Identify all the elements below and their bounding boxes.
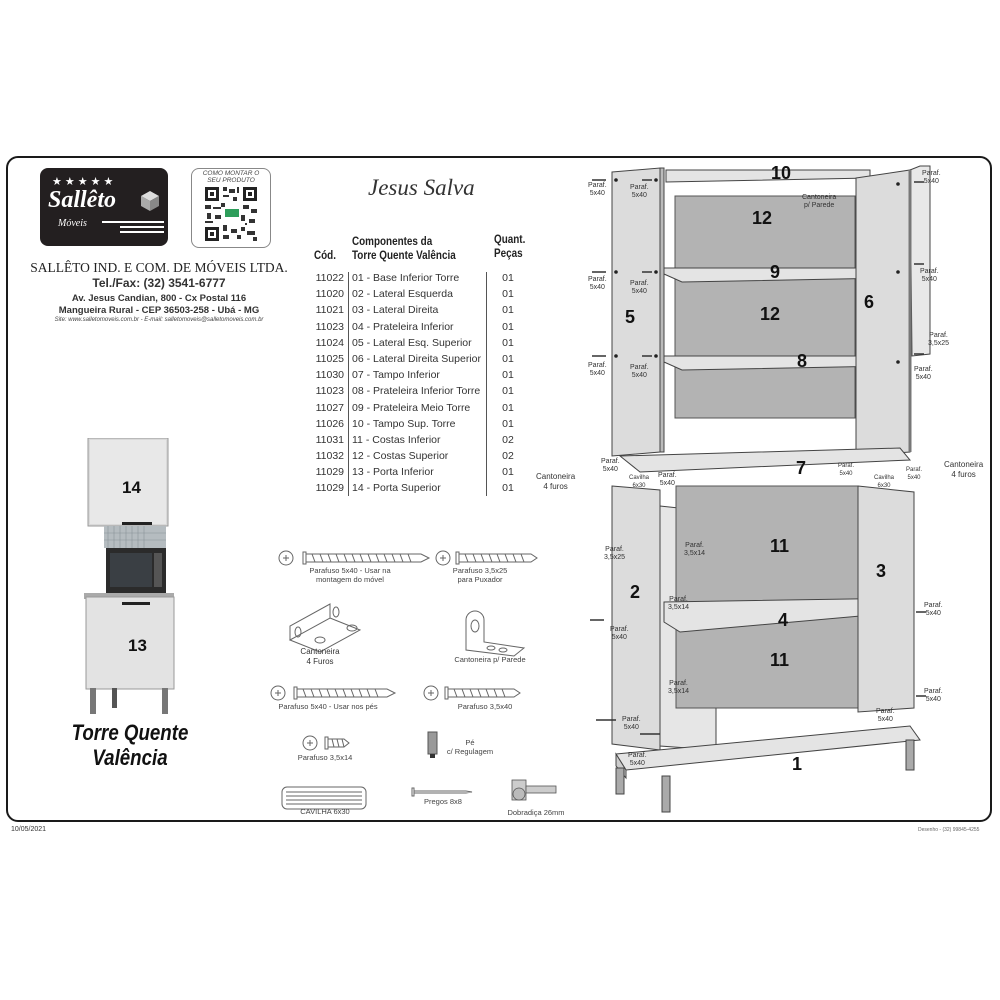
qr-caption: COMO MONTAR O SEU PRODUTO bbox=[202, 170, 260, 184]
col-header-qty: Quant. Peças bbox=[494, 234, 526, 260]
drawing-credit: Desenho - (32) 99845-4255 bbox=[918, 827, 980, 833]
label-screw-3-5x14: Parafuso 3,5x14 bbox=[297, 753, 353, 762]
part-5-label: 5 bbox=[625, 307, 636, 327]
part-10-label: 10 bbox=[771, 163, 792, 183]
callout-paraf-3-5x14: Paraf.3,5x14 bbox=[668, 596, 690, 611]
callout-paraf-5x40: Paraf.5x40 bbox=[914, 366, 933, 381]
callout-paraf-5x40: Paraf.5x40 bbox=[628, 752, 647, 767]
callout-paraf-3-5x25: Paraf.3,5x25 bbox=[928, 332, 950, 347]
callout-paraf-5x40: Paraf.5x40 bbox=[588, 182, 607, 197]
part-11-label-lower: 11 bbox=[770, 650, 790, 670]
col-header-component: Componentes da Torre Quente Valência bbox=[352, 236, 456, 262]
part-11-label-upper: 11 bbox=[770, 536, 790, 556]
callout-paraf-5x40: Paraf.5x40 bbox=[658, 472, 677, 487]
callout-paraf-5x40: Paraf.5x40 bbox=[876, 708, 895, 723]
company-address: Av. Jesus Candian, 800 - Cx Postal 116 M… bbox=[58, 293, 260, 316]
document-frame bbox=[6, 156, 992, 822]
part-7-label: 7 bbox=[796, 458, 807, 478]
callout-paraf-5x40: Paraf.5x40 bbox=[622, 716, 641, 731]
callout-paraf-3-5x25: Paraf.3,5x25 bbox=[604, 546, 626, 561]
part-4-label: 4 bbox=[778, 610, 789, 630]
callout-paraf-5x40: Paraf.5x40 bbox=[610, 626, 629, 641]
part-12-label-upper: 12 bbox=[752, 208, 773, 228]
col-header-code: Cód. bbox=[314, 250, 336, 262]
qr-code-box[interactable]: COMO MONTAR O SEU PRODUTO bbox=[191, 168, 271, 248]
door-14-label: 14 bbox=[122, 478, 141, 497]
callout-paraf-5x40: Paraf.5x40 bbox=[630, 184, 649, 199]
callout-paraf-5x40: Paraf.5x40 bbox=[924, 688, 943, 703]
label-screw-5x40-feet: Parafuso 5x40 - Usar nos pés bbox=[278, 702, 378, 711]
label-bracket-wall: Cantoneira p/ Parede bbox=[454, 655, 526, 664]
part-2-label: 2 bbox=[630, 582, 641, 602]
label-dowel: CAVILHA 6x30 bbox=[300, 807, 350, 816]
document-date: 10/05/2021 bbox=[11, 826, 47, 833]
part-6-label: 6 bbox=[864, 292, 875, 312]
cube-icon bbox=[141, 191, 159, 211]
product-photo bbox=[84, 438, 175, 714]
label-screw-3-5x40: Parafuso 3,5x40 bbox=[457, 702, 513, 711]
callout-paraf-5x40: Paraf.5x40 bbox=[906, 467, 923, 481]
exploded-assembly-diagram bbox=[590, 165, 931, 813]
callout-paraf-5x40: Paraf.5x40 bbox=[838, 463, 855, 477]
hardware-illustrations bbox=[270, 550, 557, 810]
company-site-email[interactable]: Site: www.salletomoveis.com.br - E-mail:… bbox=[54, 317, 264, 323]
part-1-label: 1 bbox=[792, 754, 803, 774]
brand-sub: Móveis bbox=[58, 218, 87, 229]
callout-paraf-5x40: Paraf.5x40 bbox=[630, 280, 649, 295]
callout-paraf-5x40: Paraf.5x40 bbox=[924, 602, 943, 617]
salleto-logo: ★★★★★ Sallêto Móveis bbox=[40, 168, 168, 246]
part-3-label: 3 bbox=[876, 561, 887, 581]
callout-paraf-5x40: Paraf.5x40 bbox=[601, 458, 620, 473]
callout-paraf-3-5x14: Paraf.3,5x14 bbox=[668, 680, 690, 695]
table-divider bbox=[348, 272, 349, 496]
part-8-label: 8 bbox=[797, 351, 808, 371]
callout-paraf-5x40: Paraf.5x40 bbox=[630, 364, 649, 379]
product-title: Torre Quente Valência bbox=[71, 720, 189, 770]
label-hinge: Dobradiça 26mm bbox=[507, 808, 565, 817]
table-divider bbox=[486, 272, 487, 496]
stars-icon: ★★★★★ bbox=[52, 176, 117, 188]
door-13-label: 13 bbox=[128, 636, 147, 655]
callout-paraf-5x40: Paraf.5x40 bbox=[588, 362, 607, 377]
callout-paraf-5x40: Paraf.5x40 bbox=[922, 170, 941, 185]
callout-paraf-3-5x14: Paraf.3,5x14 bbox=[684, 542, 706, 557]
part-9-label: 9 bbox=[770, 262, 781, 282]
qr-code-icon bbox=[203, 185, 259, 243]
callout-paraf-5x40: Paraf.5x40 bbox=[588, 276, 607, 291]
script-heading: Jesus Salva bbox=[368, 175, 475, 200]
part-12-label-lower: 12 bbox=[760, 304, 781, 324]
brand-name: Sallêto bbox=[48, 187, 117, 213]
callout-paraf-5x40: Paraf.5x40 bbox=[920, 268, 939, 283]
label-nails: Pregos 8x8 bbox=[424, 797, 462, 806]
company-name: SALLÊTO IND. E COM. DE MÓVEIS LTDA. bbox=[30, 260, 288, 275]
company-phone: Tel./Fax: (32) 3541-6777 bbox=[92, 276, 226, 290]
